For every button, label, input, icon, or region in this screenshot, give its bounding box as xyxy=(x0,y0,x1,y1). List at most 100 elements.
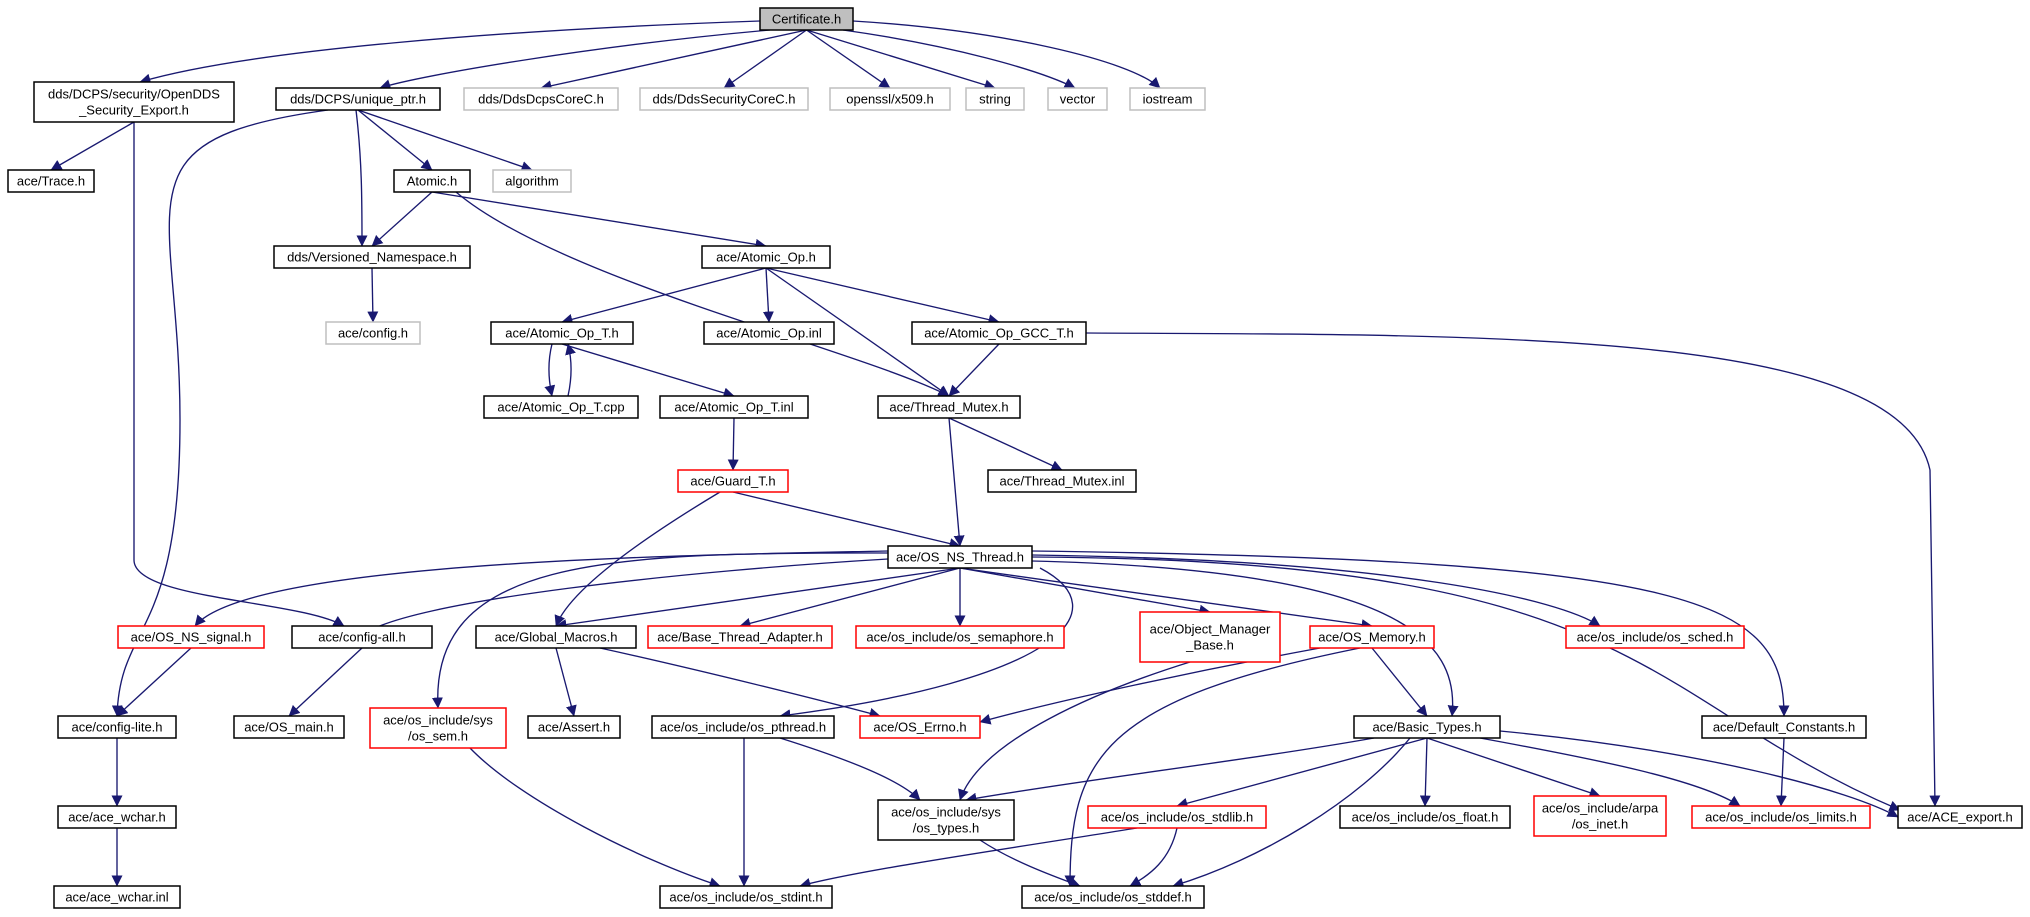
edge-ossem-to-osstdint xyxy=(469,747,721,888)
node-label-objmgr: _Base.h xyxy=(1185,638,1234,653)
edge-basictypes-to-ostypes xyxy=(965,737,1375,804)
node-label-osinet: ace/os_include/arpa xyxy=(1542,801,1659,816)
node-guard[interactable]: ace/Guard_T.h xyxy=(677,469,789,493)
node-gcc[interactable]: ace/Atomic_Op_GCC_T.h xyxy=(911,321,1087,345)
node-ostypes[interactable]: ace/os_include/sys/os_types.h xyxy=(877,799,1015,841)
node-box-configlite xyxy=(57,715,177,739)
node-osinet[interactable]: ace/os_include/arpa/os_inet.h xyxy=(1533,795,1667,837)
node-ossem[interactable]: ace/os_include/sys/os_sem.h xyxy=(369,707,507,749)
node-label-configall: ace/config-all.h xyxy=(318,630,405,645)
node-label-atomic: Atomic.h xyxy=(407,174,458,189)
node-label-osnsthread: ace/OS_NS_Thread.h xyxy=(896,550,1024,565)
edge-globalmacros-to-oserrno xyxy=(599,647,881,719)
edge-atomic-to-threadmutex xyxy=(455,191,950,397)
node-box-cert xyxy=(759,7,854,31)
node-box-ossemaphore xyxy=(855,625,1065,649)
node-label-globalmacros: ace/Global_Macros.h xyxy=(495,630,618,645)
node-label-ostypes: ace/os_include/sys xyxy=(891,805,1001,820)
node-label-ospthread: ace/os_include/os_pthread.h xyxy=(660,720,826,735)
edge-uptr-to-atomic xyxy=(357,109,433,171)
node-box-atomicopTinl xyxy=(659,395,809,419)
edge-osstdlib-to-osstddef xyxy=(1129,827,1178,887)
node-acewcharinl[interactable]: ace/ace_wchar.inl xyxy=(53,885,181,909)
node-defconst[interactable]: ace/Default_Constants.h xyxy=(1701,715,1867,739)
node-basictypes[interactable]: ace/Basic_Types.h xyxy=(1353,715,1501,739)
node-threadmutexinl[interactable]: ace/Thread_Mutex.inl xyxy=(987,469,1137,493)
node-acewchar[interactable]: ace/ace_wchar.h xyxy=(57,805,177,829)
node-ossched[interactable]: ace/os_include/os_sched.h xyxy=(1565,625,1745,649)
node-label-osstddef: ace/os_include/os_stddef.h xyxy=(1034,890,1192,905)
node-label-atomicopTinl: ace/Atomic_Op_T.inl xyxy=(674,400,793,415)
node-label-osfloat: ace/os_include/os_float.h xyxy=(1352,810,1499,825)
edge-atomicop-to-atomicopT xyxy=(561,267,767,325)
node-uptr[interactable]: dds/DCPS/unique_ptr.h xyxy=(275,87,441,111)
node-label-osinet: /os_inet.h xyxy=(1572,817,1628,832)
edge-osnsthread-to-ossem xyxy=(431,552,889,709)
node-label-atomicop: ace/Atomic_Op.h xyxy=(716,250,816,265)
edge-basictypes-to-oslimits xyxy=(1479,737,1741,807)
node-assert[interactable]: ace/Assert.h xyxy=(527,715,621,739)
node-label-oserrno: ace/OS_Errno.h xyxy=(873,720,966,735)
node-label-cert: Certificate.h xyxy=(772,12,841,27)
edge-cert-to-uptr xyxy=(379,29,771,91)
node-globalmacros[interactable]: ace/Global_Macros.h xyxy=(475,625,637,649)
node-label-atomicopinl: ace/Atomic_Op.inl xyxy=(716,326,822,341)
node-box-defconst xyxy=(1701,715,1867,739)
node-ossemaphore[interactable]: ace/os_include/os_semaphore.h xyxy=(855,625,1065,649)
node-ospthread[interactable]: ace/os_include/os_pthread.h xyxy=(651,715,835,739)
node-oserrno[interactable]: ace/OS_Errno.h xyxy=(859,715,981,739)
node-label-threadmutex: ace/Thread_Mutex.h xyxy=(889,400,1008,415)
node-versioned[interactable]: dds/Versioned_Namespace.h xyxy=(273,245,471,269)
node-atomicopT[interactable]: ace/Atomic_Op_T.h xyxy=(490,321,634,345)
node-osnssignal[interactable]: ace/OS_NS_signal.h xyxy=(117,625,265,649)
node-box-osmain xyxy=(233,715,345,739)
node-label-iostream: iostream xyxy=(1143,92,1193,107)
edge-basictypes-to-osstdlib xyxy=(1176,737,1428,809)
node-osmain[interactable]: ace/OS_main.h xyxy=(233,715,345,739)
node-atomicop[interactable]: ace/Atomic_Op.h xyxy=(701,245,831,269)
node-basethread[interactable]: ace/Base_Thread_Adapter.h xyxy=(647,625,833,649)
node-oslimits[interactable]: ace/os_include/os_limits.h xyxy=(1691,805,1871,829)
edge-osnsthread-to-configall xyxy=(359,558,889,638)
edge-basictypes-to-osstddef xyxy=(1172,737,1411,889)
node-box-osfloat xyxy=(1339,805,1511,829)
node-box-atomicopT xyxy=(490,321,634,345)
node-configall[interactable]: ace/config-all.h xyxy=(291,625,433,649)
node-label-acewchar: ace/ace_wchar.h xyxy=(68,810,166,825)
node-osmemory[interactable]: ace/OS_Memory.h xyxy=(1309,625,1435,649)
edge-osnsthread-to-aceexport xyxy=(1031,556,1901,811)
node-box-atomicop xyxy=(701,245,831,269)
edge-threadmutex-to-osnsthread xyxy=(948,417,965,547)
node-secexp[interactable]: dds/DCPS/security/OpenDDS_Security_Expor… xyxy=(33,81,235,123)
edge-cert-to-vector xyxy=(842,29,1076,89)
node-osfloat[interactable]: ace/os_include/os_float.h xyxy=(1339,805,1511,829)
node-threadmutex[interactable]: ace/Thread_Mutex.h xyxy=(877,395,1021,419)
edge-osnsthread-to-globalmacros xyxy=(555,567,961,630)
node-box-guard xyxy=(677,469,789,493)
edge-cert-to-iostream xyxy=(852,20,1161,89)
node-atomicopinl[interactable]: ace/Atomic_Op.inl xyxy=(703,321,835,345)
node-atomic[interactable]: Atomic.h xyxy=(393,169,471,193)
node-box-osstdlib xyxy=(1087,805,1267,829)
node-box-oslimits xyxy=(1691,805,1871,829)
node-osnsthread[interactable]: ace/OS_NS_Thread.h xyxy=(887,545,1033,569)
node-label-ddsdcps: dds/DdsDcpsCoreC.h xyxy=(478,92,604,107)
node-osstdlib[interactable]: ace/os_include/os_stdlib.h xyxy=(1087,805,1267,829)
node-aceexport[interactable]: ace/ACE_export.h xyxy=(1897,805,2023,829)
node-objmgr[interactable]: ace/Object_Manager_Base.h xyxy=(1139,611,1281,663)
node-atomicopTinl[interactable]: ace/Atomic_Op_T.inl xyxy=(659,395,809,419)
node-osstddef[interactable]: ace/os_include/os_stddef.h xyxy=(1021,885,1205,909)
node-box-ddsdcps xyxy=(463,87,619,111)
node-box-acewcharinl xyxy=(53,885,181,909)
node-box-gcc xyxy=(911,321,1087,345)
node-label-string: string xyxy=(979,92,1011,107)
edge-atomicop-to-gcc xyxy=(765,267,1000,325)
node-box-algorithm xyxy=(492,169,572,193)
node-cert[interactable]: Certificate.h xyxy=(759,7,854,31)
node-iostream: iostream xyxy=(1129,87,1206,111)
node-osstdint[interactable]: ace/os_include/os_stdint.h xyxy=(659,885,833,909)
node-configlite[interactable]: ace/config-lite.h xyxy=(57,715,177,739)
node-atomicopTcpp[interactable]: ace/Atomic_Op_T.cpp xyxy=(483,395,639,419)
node-box-secexp xyxy=(33,81,235,123)
node-trace[interactable]: ace/Trace.h xyxy=(7,169,95,193)
